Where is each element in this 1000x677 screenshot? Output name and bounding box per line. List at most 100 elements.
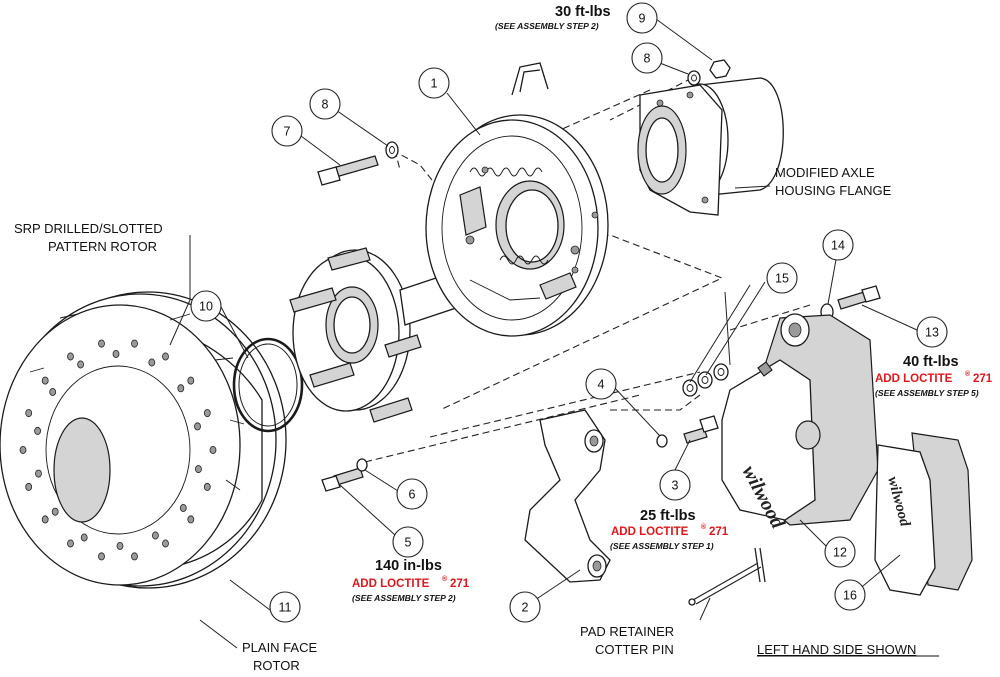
callout-9: 9 [626, 2, 658, 34]
rotor-drill-hole [67, 539, 74, 548]
torque-3: 25 ft-lbs [640, 508, 696, 524]
callout-15: 15 [766, 262, 798, 294]
svg-text:1: 1 [431, 77, 438, 91]
rotor-drill-hole [203, 409, 211, 418]
svg-text:14: 14 [831, 239, 845, 253]
svg-text:11: 11 [279, 601, 292, 615]
rotor-drill-hole [194, 465, 202, 474]
svg-text:6: 6 [409, 488, 416, 502]
svg-text:7: 7 [284, 125, 291, 139]
axle-flange-label-1: MODIFIED AXLE [775, 165, 875, 180]
rotor-drill-hole [162, 352, 169, 361]
torque-13: 40 ft-lbs [903, 354, 959, 370]
callout-11: 11 [269, 591, 301, 623]
svg-text:271: 271 [973, 373, 993, 385]
plain-face-label-1: PLAIN FACE [242, 640, 317, 655]
rotor-drill-hole [34, 426, 41, 435]
callout-16: 16 [834, 579, 866, 611]
callout-8-top: 8 [631, 42, 663, 74]
rotor-drill-hole [41, 515, 49, 524]
side-shown-label: LEFT HAND SIDE SHOWN [757, 642, 916, 657]
caliper: wilwood [721, 313, 879, 533]
callout-bubbles: 1 2 3 4 5 6 7 8 8 9 10 11 12 13 14 15 16 [190, 2, 948, 623]
svg-text:®: ® [701, 523, 707, 531]
rotor-drill-hole [67, 352, 74, 361]
svg-text:5: 5 [405, 536, 412, 550]
rotor-drill-hole [98, 339, 105, 348]
rotor-srp-label-2: PATTERN ROTOR [48, 239, 157, 254]
rotor-drill-hole [51, 507, 59, 516]
rotor-drill-hole [41, 376, 49, 385]
rotor-drill-hole [116, 542, 124, 551]
caliper-bracket [524, 409, 611, 583]
assembly-guide-lines [364, 77, 811, 463]
brake-pads: wilwood [874, 432, 973, 596]
rotor-drill-hole [77, 360, 84, 369]
svg-text:®: ® [965, 370, 971, 378]
hub-flange [289, 247, 466, 423]
callout-4: 4 [585, 368, 617, 400]
svg-text:9: 9 [639, 12, 646, 26]
cotter-pin [688, 547, 766, 606]
backing-plate-assembly [425, 62, 609, 337]
note-3: (SEE ASSEMBLY STEP 1) [610, 541, 714, 551]
svg-text:10: 10 [199, 300, 213, 314]
note-13: (SEE ASSEMBLY STEP 5) [875, 388, 979, 398]
rotor-drill-hole [187, 376, 195, 385]
svg-text:®: ® [442, 575, 448, 583]
rotor-drill-hole [35, 469, 42, 478]
svg-text:15: 15 [775, 272, 789, 286]
svg-text:271: 271 [450, 578, 470, 590]
callout-5: 5 [392, 526, 424, 558]
rotor-drill-hole [148, 358, 156, 367]
rotor-srp-label-1: SRP DRILLED/SLOTTED [14, 221, 163, 236]
loctite-5: ADD LOCTITE [352, 578, 430, 590]
svg-text:3: 3 [672, 479, 679, 493]
note-5: (SEE ASSEMBLY STEP 2) [352, 593, 456, 603]
callout-7: 7 [271, 115, 303, 147]
pad-retainer-label-2: COTTER PIN [595, 642, 674, 657]
loctite-3: ADD LOCTITE [611, 526, 689, 538]
callout-3: 3 [659, 469, 691, 501]
svg-text:271: 271 [709, 526, 729, 538]
callout-2: 2 [509, 591, 541, 623]
callout-8-left: 8 [309, 88, 341, 120]
callout-14: 14 [822, 229, 854, 261]
rotor-drill-hole [187, 515, 195, 524]
rotor-drill-hole [209, 445, 217, 454]
rotor-drill-hole [194, 422, 201, 431]
rotor-drill-hole [131, 552, 138, 561]
callout-1: 1 [418, 67, 450, 99]
svg-text:12: 12 [833, 546, 847, 560]
rotor-drill-hole [151, 531, 159, 540]
plain-face-label-2: ROTOR [253, 658, 300, 673]
rotor-drill-hole [25, 409, 33, 418]
rotor-drill-hole [162, 539, 169, 548]
callout-12: 12 [824, 536, 856, 568]
drilled-slotted-rotor [0, 291, 287, 589]
loctite-13: ADD LOCTITE [875, 373, 953, 385]
svg-text:13: 13 [925, 326, 939, 340]
svg-text:16: 16 [843, 589, 857, 603]
rotor-drill-hole [203, 482, 211, 491]
pad-retainer-label-1: PAD RETAINER [580, 624, 674, 639]
callout-13: 13 [916, 316, 948, 348]
svg-text:4: 4 [598, 378, 605, 392]
leader-lines [169, 18, 918, 649]
torque-5: 140 in-lbs [375, 558, 442, 574]
torque-9: 30 ft-lbs [555, 4, 611, 20]
callout-10: 10 [190, 290, 222, 322]
callout-6: 6 [396, 478, 428, 510]
rotor-drill-hole [19, 445, 27, 454]
rotor-drill-hole [25, 482, 33, 491]
rotor-drill-hole [179, 503, 187, 512]
svg-text:8: 8 [322, 98, 329, 112]
svg-text:2: 2 [522, 601, 529, 615]
axle-flange-label-2: HOUSING FLANGE [775, 183, 892, 198]
svg-text:8: 8 [644, 52, 651, 66]
text-labels: 30 ft-lbs (SEE ASSEMBLY STEP 2) MODIFIED… [14, 4, 993, 673]
rotor-drill-hole [177, 384, 185, 393]
rotor-drill-hole [131, 339, 138, 348]
